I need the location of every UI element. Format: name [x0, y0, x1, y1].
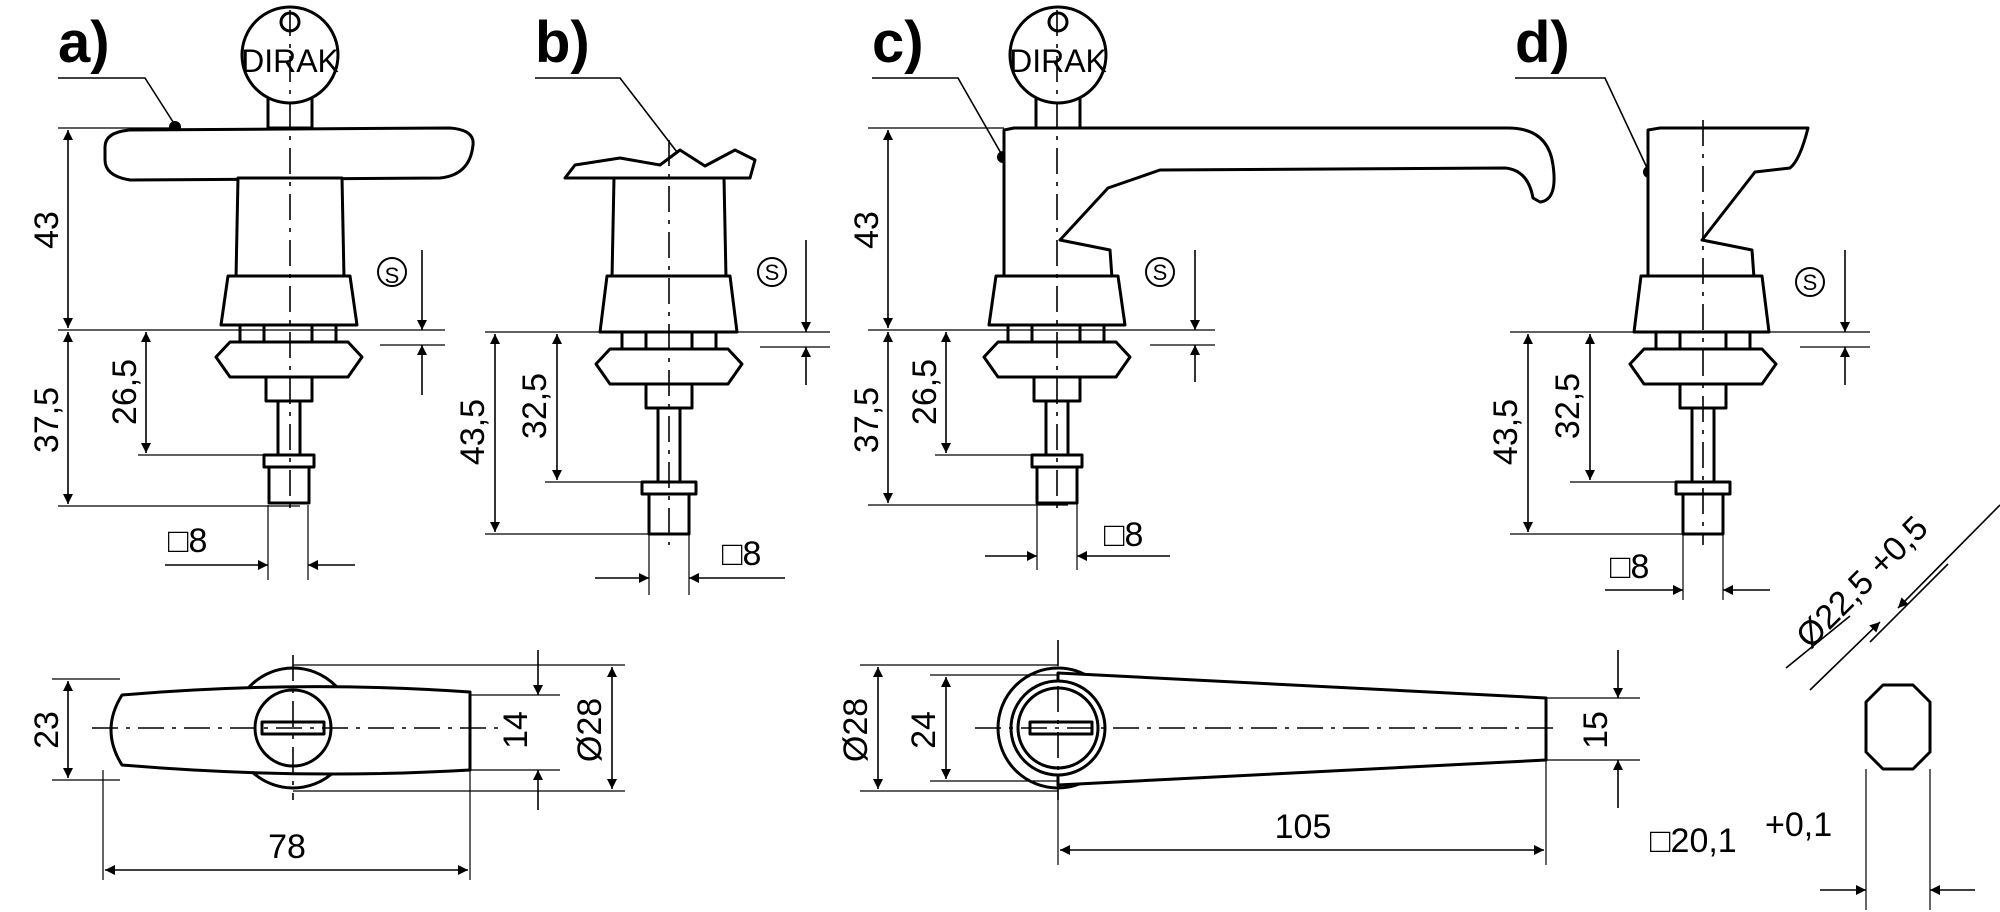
plan-t-dim-height: 23: [28, 711, 66, 749]
view-a-label: a): [58, 10, 110, 75]
plan-t-dim-width: 78: [268, 828, 306, 866]
plan-l-lever-outline: [1056, 671, 1548, 787]
panel-cutout: Ø22,5 +0,5 □20,1 +0,1: [1650, 504, 2000, 910]
view-c-l-handle: c) DIRAK 43 37,5 26,5 S □8: [848, 5, 1556, 570]
view-c-dim-square: □8: [1104, 516, 1143, 554]
view-c-key-slot-icon: [1047, 11, 1069, 33]
view-b-dim-43-5: 43,5: [454, 399, 492, 465]
view-d-flange: [1632, 274, 1771, 334]
view-b-leader: [535, 77, 698, 179]
view-d-s-symbol: S: [1803, 270, 1818, 295]
plan-t-dim-dia: Ø28: [571, 698, 609, 762]
view-d-dim-43-5: 43,5: [1487, 399, 1525, 465]
view-c-key-badge: [1008, 5, 1108, 105]
view-a-dim-26-5: 26,5: [106, 359, 144, 425]
view-a-nut: [214, 340, 364, 379]
plan-l-dim-15: 15: [1577, 711, 1615, 749]
view-b-screw-left: [620, 330, 648, 351]
plan-l-dim-24: 24: [905, 711, 943, 749]
view-d-dim-square: □8: [1610, 548, 1649, 586]
cutout-dim-dia: Ø22,5 +0,5: [1789, 509, 1936, 656]
view-a-leader: [58, 77, 176, 126]
view-d-label: d): [1515, 10, 1570, 75]
view-c-label: c): [872, 10, 924, 75]
view-a-spindle: [276, 399, 302, 458]
view-d-dim-32-5: 32,5: [1549, 373, 1587, 439]
view-a-dim-43: 43: [28, 211, 66, 249]
view-c-lever-handle: [1002, 126, 1556, 280]
view-a-handle-bar: [103, 126, 475, 182]
plan-l-dim-length: 105: [1275, 808, 1332, 846]
view-c-nut: [982, 340, 1132, 379]
view-b-dim-32-5: 32,5: [516, 373, 554, 439]
view-c-leader: [872, 77, 1003, 156]
plan-t-dim-14: 14: [497, 711, 535, 749]
view-d-short-handle: d) 43,5 32,5 S □8: [1487, 10, 1870, 600]
view-b-dim-square: □8: [722, 535, 761, 573]
plan-view-t-handle: 23 14 Ø28 78: [28, 650, 625, 880]
view-b-broken-top: [563, 148, 757, 180]
view-c-dim-37-5: 37,5: [848, 387, 886, 453]
view-d-lever-handle: [1646, 126, 1810, 280]
view-a-s-symbol: S: [385, 263, 400, 288]
view-b-s-symbol: S: [765, 260, 780, 285]
view-c-brand: DIRAK: [1009, 43, 1107, 79]
view-c-dim-26-5: 26,5: [906, 359, 944, 425]
view-a-screw-left: [238, 323, 266, 344]
view-a-flange: [219, 274, 359, 327]
view-a-lock-nut: [267, 465, 311, 505]
view-c-dim-43: 43: [848, 211, 886, 249]
view-c-s-symbol: S: [1153, 260, 1168, 285]
view-a-dim-square: □8: [168, 522, 207, 560]
plan-l-dim-dia: Ø28: [837, 698, 875, 762]
cutout-dim-tolerance: +0,1: [1765, 806, 1832, 844]
view-a-cam-nut: [262, 453, 316, 469]
view-a-screw-right: [310, 323, 338, 344]
view-b-screw-right: [690, 330, 718, 351]
view-d-leader: [1515, 77, 1649, 171]
cutout-dim-square: □20,1: [1650, 822, 1737, 860]
cutout-octagon: [1864, 683, 1932, 771]
view-a-t-handle: a) DIRAK 43 37,5 26,5 S: [28, 5, 475, 580]
view-a-washer: [264, 375, 314, 403]
view-b-nut: [594, 347, 744, 386]
view-b-label: b): [535, 10, 590, 75]
plan-view-l-handle: Ø28 24 15 105: [837, 640, 1640, 865]
view-a-dim-37-5: 37,5: [28, 387, 66, 453]
view-b-cut-handle: b) 43,5 32,5 S □8: [454, 10, 830, 595]
